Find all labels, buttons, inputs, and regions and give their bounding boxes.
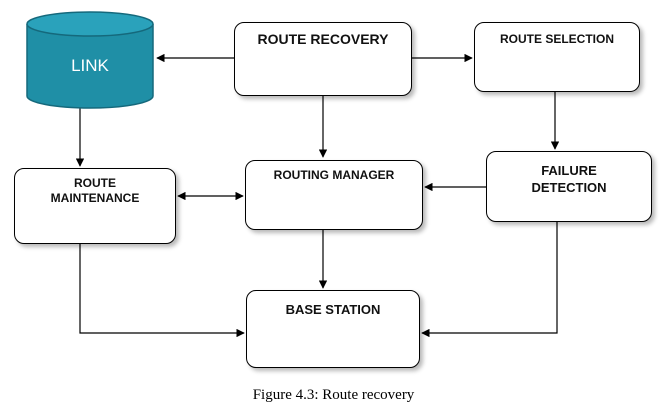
failure-detection-box: FAILURE DETECTION xyxy=(486,151,652,222)
figure-caption: Figure 4.3: Route recovery xyxy=(252,387,415,403)
routing-manager-label: ROUTING MANAGER xyxy=(273,168,395,182)
edge-failure-to-base xyxy=(421,222,558,338)
base-station-box: BASE STATION xyxy=(246,290,420,368)
route-maintenance-label-line-2: MAINTENANCE xyxy=(50,191,140,205)
link-database: LINK xyxy=(25,10,155,110)
route-maintenance-box: ROUTE MAINTENANCE xyxy=(14,168,176,244)
route-selection-label: ROUTE SELECTION xyxy=(499,32,614,46)
route-maintenance-label-line-1: ROUTE xyxy=(74,176,116,190)
route-recovery-label: ROUTE RECOVERY xyxy=(257,31,389,47)
route-recovery-box: ROUTE RECOVERY xyxy=(234,22,412,96)
database-cylinder-icon xyxy=(26,11,154,109)
link-label: LINK xyxy=(71,56,109,75)
route-selection-box: ROUTE SELECTION xyxy=(474,22,640,92)
failure-detection-label-line-2: DETECTION xyxy=(531,180,607,195)
failure-detection-label-line-1: FAILURE xyxy=(541,163,597,178)
routing-manager-box: ROUTING MANAGER xyxy=(245,160,423,230)
edge-maintenance-to-base xyxy=(79,244,245,338)
base-station-label: BASE STATION xyxy=(285,302,381,317)
